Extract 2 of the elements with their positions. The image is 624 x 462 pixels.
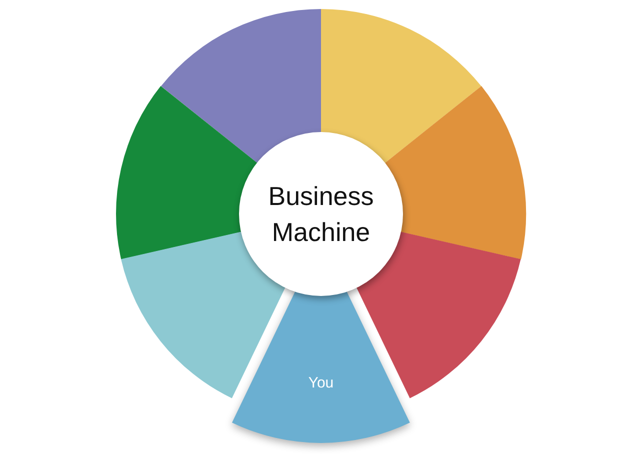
- segment-label: You: [308, 374, 334, 392]
- center-label: Business Machine: [267, 180, 375, 249]
